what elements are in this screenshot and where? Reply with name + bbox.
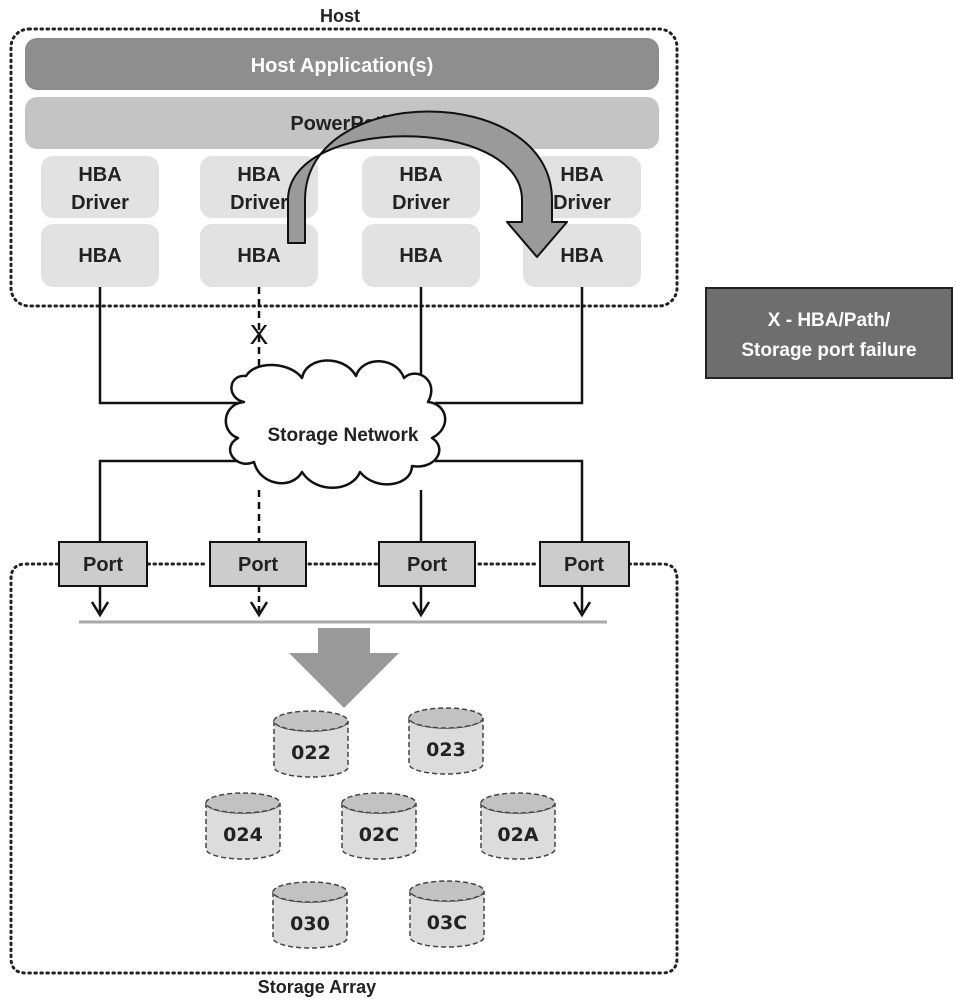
volume-label: 022 [291,742,331,764]
storage-port-3: Port [378,541,476,587]
host-title: Host [320,6,360,26]
volume-label: 03C [427,912,467,934]
hba-label: HBA [237,245,280,267]
storage-network-label: Storage Network [268,425,419,446]
volume-label: 02C [359,824,399,846]
volume-label: 02A [497,824,538,846]
failure-legend: X - HBA/Path/ Storage port failure [705,287,953,379]
volume-cylinder: 024 [205,792,281,860]
port-label: Port [407,554,447,576]
network-port-links [98,459,584,542]
storage-array-boundary [9,562,679,975]
hba-driver-label-line1: HBA [78,164,121,186]
port-label: Port [564,554,604,576]
host-boundary [9,27,679,308]
array-down-arrow [289,628,399,708]
legend-line-2: Storage port failure [741,340,916,361]
hba-driver-label-line2: Driver [71,192,129,214]
volume-label: 030 [290,913,330,935]
hba-driver-3: HBA Driver [362,156,480,218]
hba-3: HBA [362,224,480,287]
volume-label: 023 [426,739,466,761]
volume-cylinder: 022 [273,710,349,778]
volume-cylinder: 030 [272,881,348,949]
hba-1: HBA [41,224,159,287]
storage-network-cloud: Storage Network [224,359,447,489]
hba-driver-label-line2: Driver [392,192,450,214]
failure-marker: X [250,319,269,350]
failover-arrow [287,110,568,258]
volume-cylinder: 023 [408,707,484,775]
volume-cylinder: 02A [480,792,556,860]
hba-driver-label-line1: HBA [399,164,442,186]
port-arrow-heads [90,601,592,618]
hba-label: HBA [78,245,121,267]
storage-array-title: Storage Array [258,977,376,997]
port-label: Port [83,554,123,576]
volume-label: 024 [223,824,263,846]
hba-driver-label-line1: HBA [560,164,603,186]
port-arrows [98,586,584,612]
host-application-bar [25,38,659,90]
volume-cylinder: 03C [409,880,485,948]
storage-port-4: Port [539,541,630,587]
hba-driver-label-line2: Driver [230,192,288,214]
host-application-label: Host Application(s) [251,55,434,77]
hba-driver-label-line1: HBA [237,164,280,186]
hba-label: HBA [399,245,442,267]
port-label: Port [238,554,278,576]
volume-cylinder: 02C [341,792,417,860]
hba-label: HBA [560,245,603,267]
storage-port-2: Port [209,541,307,587]
hba-driver-label-line2: Driver [553,192,611,214]
hba-driver-1: HBA Driver [41,156,159,218]
host-network-links [98,287,584,405]
storage-port-1: Port [58,541,148,587]
legend-line-1: X - HBA/Path/ [768,310,891,331]
logical-volumes: 022 023 024 02C 02A 030 03C [205,707,556,949]
